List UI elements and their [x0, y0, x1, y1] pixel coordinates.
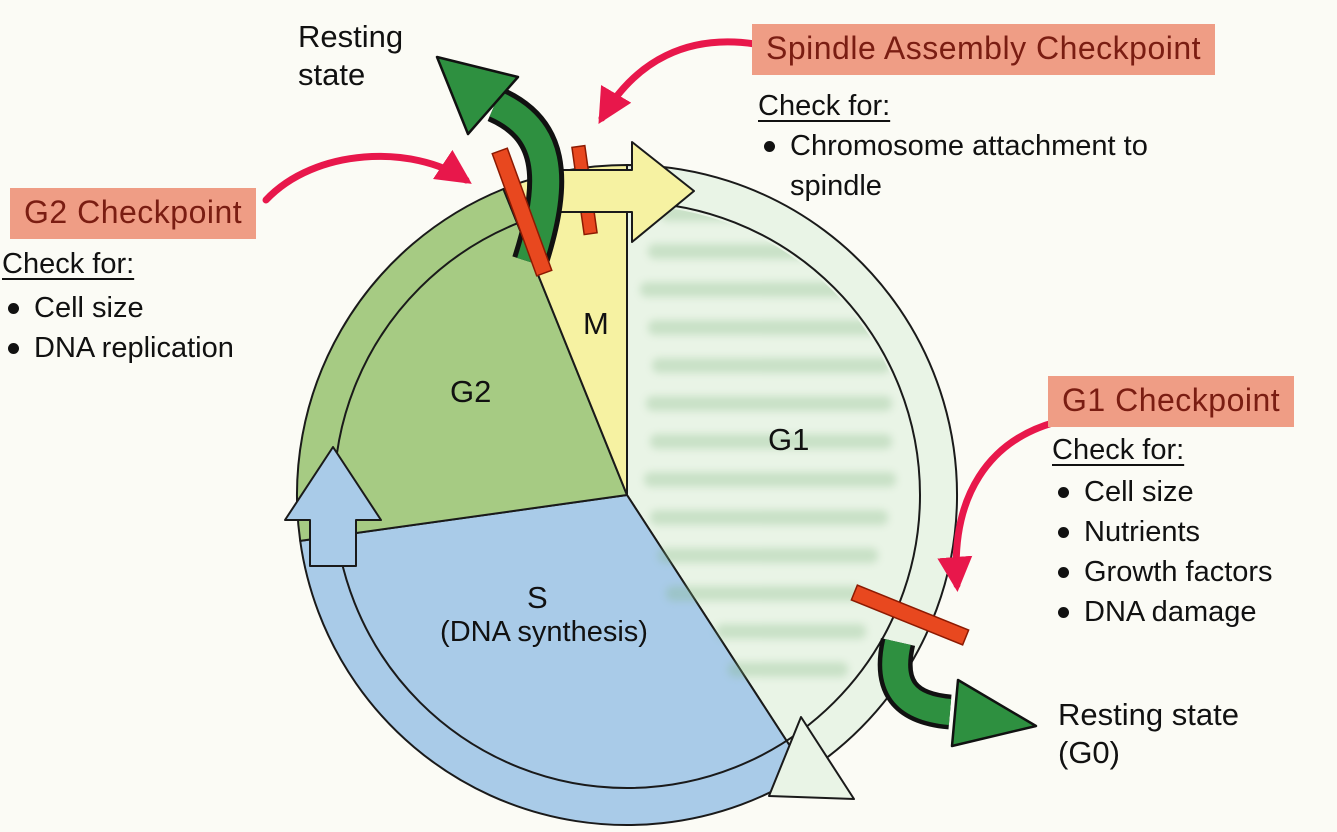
- cycle-arrow-s-to-g2: [284, 446, 382, 567]
- phase-label-g1: G1: [768, 422, 810, 457]
- exit-arrow-resting-g0: [877, 638, 1038, 748]
- checkpoint-bar-g1: [850, 584, 970, 646]
- cell-cycle-wheel: [295, 164, 959, 826]
- phase-sublabel-s: (DNA synthesis): [440, 616, 648, 648]
- resting-state-top-label: Resting state: [298, 19, 404, 92]
- g1-check-list: Cell size Nutrients Growth factors DNA d…: [1052, 472, 1332, 632]
- pointer-arrow-spindle: [598, 38, 759, 125]
- pointer-arrow-g2: [262, 149, 472, 204]
- sector-s: [299, 494, 808, 826]
- spindle-check-for-heading: Check for:: [758, 90, 891, 122]
- resting-state-g0-label: Resting state (G0): [1058, 697, 1239, 770]
- spindle-check-list: Chromosome attachment to spindle: [758, 126, 1188, 206]
- check-item: Chromosome attachment to spindle: [758, 126, 1188, 206]
- phase-label-s: S: [527, 580, 548, 615]
- g2-checkpoint-label: G2 Checkpoint: [10, 188, 257, 239]
- check-item: DNA damage: [1052, 592, 1332, 632]
- check-item: Cell size: [1052, 472, 1332, 512]
- g1-check-for-heading: Check for:: [1052, 434, 1185, 466]
- check-item: DNA replication: [2, 328, 342, 368]
- check-item: Growth factors: [1052, 552, 1332, 592]
- g2-check-for-heading: Check for:: [2, 248, 135, 280]
- pointer-arrows: [262, 38, 1060, 592]
- spindle-checkpoint-label: Spindle Assembly Checkpoint: [752, 24, 1216, 75]
- phase-label-g2: G2: [450, 374, 492, 409]
- checkpoint-bar-g2: [491, 147, 553, 277]
- exit-arrowhead-top: [435, 55, 520, 136]
- cycle-arrow-m-to-g1: [557, 141, 695, 243]
- g1-checkpoint-label: G1 Checkpoint: [1048, 376, 1295, 427]
- phase-label-m: M: [583, 306, 609, 341]
- check-item: Cell size: [2, 288, 342, 328]
- pointer-arrow-g1: [937, 418, 1060, 592]
- g2-check-list: Cell size DNA replication: [2, 288, 342, 368]
- exit-arrowhead-g0: [950, 678, 1038, 748]
- cycle-arrow-g1-to-s: [768, 716, 855, 800]
- sector-g2: [295, 188, 628, 542]
- check-item: Nutrients: [1052, 512, 1332, 552]
